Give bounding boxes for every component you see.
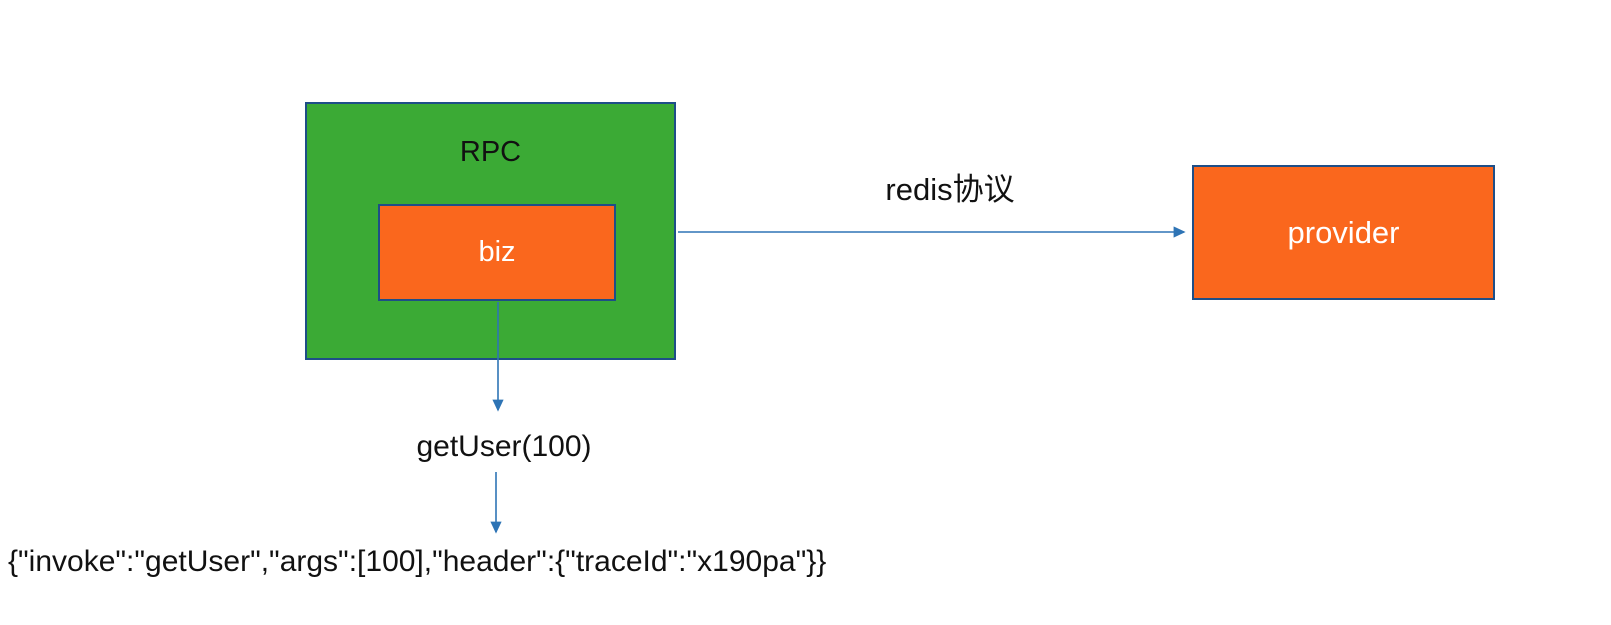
method-call-label: getUser(100) [416,430,592,463]
provider-node-label: provider [1287,214,1400,250]
biz-node[interactable]: biz [378,204,616,301]
provider-node[interactable]: provider [1192,165,1495,300]
biz-node-label: biz [478,236,516,268]
payload-json-text: {"invoke":"getUser","args":[100],"header… [8,545,827,578]
rpc-node-label: RPC [459,136,522,168]
rpc-node[interactable]: RPC biz [305,102,676,360]
redis-protocol-edge-label: redis协议 [885,172,1015,207]
